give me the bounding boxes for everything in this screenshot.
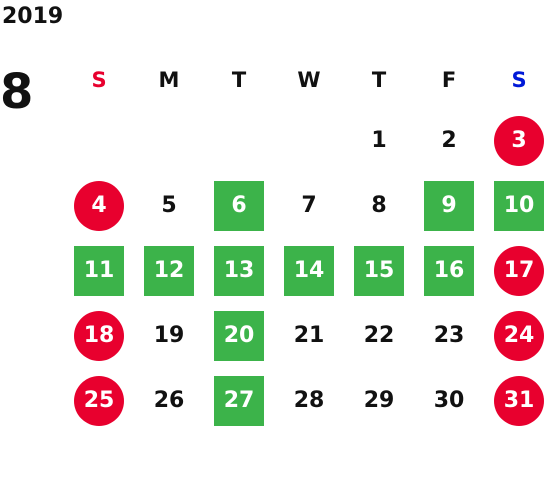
day-business[interactable]: 15 xyxy=(354,245,404,296)
day-holiday[interactable]: 4 xyxy=(74,180,124,231)
calendar-cell: 25 xyxy=(64,368,134,433)
day-plain[interactable]: 7 xyxy=(301,193,317,218)
day-business[interactable]: 27 xyxy=(214,375,264,426)
calendar-cell: 6 xyxy=(204,173,274,238)
calendar-cell: 10 xyxy=(484,173,548,238)
calendar-cell: 1 xyxy=(344,108,414,173)
day-plain[interactable]: 29 xyxy=(363,388,395,413)
day-business[interactable]: 13 xyxy=(214,245,264,296)
calendar-cell: 23 xyxy=(414,303,484,368)
weekday-friday: F xyxy=(441,68,457,92)
month-label: 8 xyxy=(0,64,34,120)
day-plain[interactable]: 2 xyxy=(441,128,457,153)
calendar-cell: 4 xyxy=(64,173,134,238)
day-plain[interactable]: 1 xyxy=(371,128,387,153)
day-holiday[interactable]: 3 xyxy=(494,115,544,166)
calendar-cell xyxy=(204,108,274,173)
calendar-cell: 14 xyxy=(274,238,344,303)
weekday-thursday: T xyxy=(371,68,387,92)
calendar-cell: 12 xyxy=(134,238,204,303)
calendar-cell: 22 xyxy=(344,303,414,368)
calendar-cell: 19 xyxy=(134,303,204,368)
day-holiday[interactable]: 25 xyxy=(74,375,124,426)
day-plain[interactable]: 23 xyxy=(433,323,465,348)
day-business[interactable]: 14 xyxy=(284,245,334,296)
day-holiday[interactable]: 18 xyxy=(74,310,124,361)
calendar-cell: 18 xyxy=(64,303,134,368)
day-plain[interactable]: 22 xyxy=(363,323,395,348)
calendar-week-row: 25 26 27 28 29 30 31 xyxy=(64,368,548,433)
calendar-week-row: 18 19 20 21 22 23 24 xyxy=(64,303,548,368)
calendar-week-row: 11 12 13 14 15 16 17 xyxy=(64,238,548,303)
calendar-cell: 15 xyxy=(344,238,414,303)
calendar-cell: 8 xyxy=(344,173,414,238)
calendar-cell: 5 xyxy=(134,173,204,238)
day-plain[interactable]: 8 xyxy=(371,193,387,218)
calendar-cell: 2 xyxy=(414,108,484,173)
calendar-cell: 11 xyxy=(64,238,134,303)
weekday-sunday: S xyxy=(91,68,107,92)
calendar-cell: 30 xyxy=(414,368,484,433)
weekday-saturday: S xyxy=(511,68,527,92)
calendar-cell: 13 xyxy=(204,238,274,303)
day-business[interactable]: 10 xyxy=(494,180,544,231)
day-holiday[interactable]: 31 xyxy=(494,375,544,426)
calendar-cell: 17 xyxy=(484,238,548,303)
day-business[interactable]: 16 xyxy=(424,245,474,296)
day-holiday[interactable]: 24 xyxy=(494,310,544,361)
day-business[interactable]: 20 xyxy=(214,310,264,361)
day-plain[interactable]: 5 xyxy=(161,193,177,218)
day-business[interactable]: 12 xyxy=(144,245,194,296)
calendar-week-row: 4 5 6 7 8 9 10 xyxy=(64,173,548,238)
year-label: 2019 xyxy=(2,4,64,29)
calendar-cell: 20 xyxy=(204,303,274,368)
calendar-cell: 21 xyxy=(274,303,344,368)
weekday-wednesday: W xyxy=(297,68,321,92)
calendar-cell xyxy=(274,108,344,173)
calendar-week-row: 1 2 3 xyxy=(64,108,548,173)
day-plain[interactable]: 26 xyxy=(153,388,185,413)
day-business[interactable]: 6 xyxy=(214,180,264,231)
calendar-cell: 26 xyxy=(134,368,204,433)
day-plain[interactable]: 19 xyxy=(153,323,185,348)
calendar-cell: 28 xyxy=(274,368,344,433)
day-business[interactable]: 11 xyxy=(74,245,124,296)
weekday-header-row: S M T W T F S xyxy=(64,52,548,108)
calendar-cell: 7 xyxy=(274,173,344,238)
calendar-cell: 27 xyxy=(204,368,274,433)
calendar-cell xyxy=(134,108,204,173)
weekday-tuesday: T xyxy=(231,68,247,92)
day-holiday[interactable]: 17 xyxy=(494,245,544,296)
calendar-cell: 31 xyxy=(484,368,548,433)
calendar-cell: 16 xyxy=(414,238,484,303)
calendar-cell xyxy=(64,108,134,173)
day-business[interactable]: 9 xyxy=(424,180,474,231)
weekday-monday: M xyxy=(158,68,180,92)
day-plain[interactable]: 21 xyxy=(293,323,325,348)
calendar-cell: 3 xyxy=(484,108,548,173)
day-plain[interactable]: 28 xyxy=(293,388,325,413)
calendar-cell: 9 xyxy=(414,173,484,238)
day-plain[interactable]: 30 xyxy=(433,388,465,413)
calendar-cell: 24 xyxy=(484,303,548,368)
calendar-cell: 29 xyxy=(344,368,414,433)
